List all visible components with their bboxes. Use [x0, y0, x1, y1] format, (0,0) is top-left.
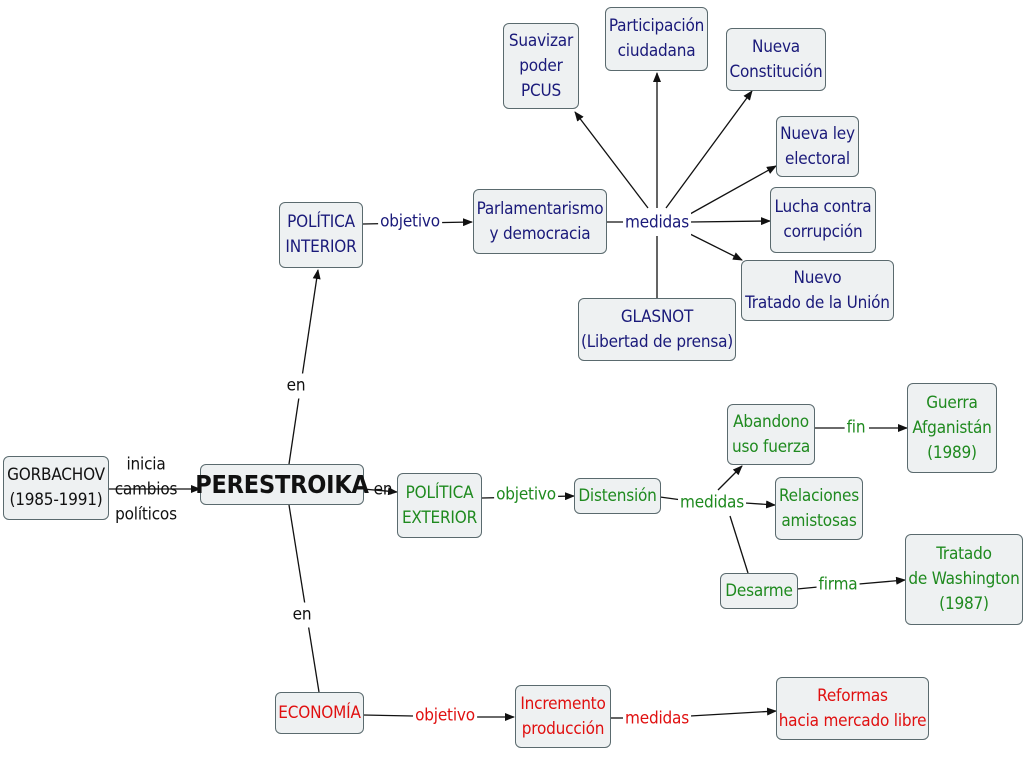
node-economia: ECONOMÍA	[275, 692, 364, 734]
node-guerra-afganistan: Guerra Afganistán (1989)	[907, 383, 997, 473]
link-label-objetivo-economia: objetivo	[413, 703, 477, 729]
link-label-en-economia: en	[290, 602, 314, 628]
node-participacion: Participación ciudadana	[605, 7, 708, 71]
node-nuevo-tratado: Nuevo Tratado de la Unión	[741, 260, 894, 321]
node-nueva-ley: Nueva ley electoral	[776, 116, 859, 177]
node-lucha-corrupcion: Lucha contra corrupción	[770, 187, 876, 253]
node-politica-interior: POLÍTICA INTERIOR	[279, 202, 363, 268]
node-reformas: Reformas hacia mercado libre	[776, 677, 929, 740]
link-label-fin: fin	[844, 415, 868, 441]
link-label-objetivo-interior: objetivo	[378, 209, 442, 235]
node-relaciones-amistosas: Relaciones amistosas	[775, 477, 863, 540]
node-glasnot: GLASNOT (Libertad de prensa)	[578, 298, 736, 361]
node-incremento-produccion: Incremento producción	[515, 685, 611, 748]
node-parlamentarismo: Parlamentarismo y democracia	[473, 189, 607, 254]
link-label-firma: firma	[816, 572, 860, 598]
node-tratado-washington: Tratado de Washington (1987)	[905, 534, 1023, 625]
node-nueva-constitucion: Nueva Constitución	[726, 28, 826, 91]
link-label-medidas-economia: medidas	[623, 706, 691, 732]
node-abandono-fuerza: Abandono uso fuerza	[727, 404, 815, 465]
link-label-en-interior: en	[284, 373, 308, 399]
node-desarme: Desarme	[720, 573, 798, 609]
link-label-medidas-exterior: medidas	[678, 490, 746, 516]
link-label-medidas-interior: medidas	[623, 210, 691, 236]
node-perestroika: PERESTROIKA	[195, 464, 369, 505]
link-label-inicia: inicia cambios políticos	[114, 454, 178, 525]
node-politica-exterior: POLÍTICA EXTERIOR	[397, 473, 482, 538]
link-label-en-exterior: en	[373, 479, 393, 500]
node-suavizar-poder: Suavizar poder PCUS	[503, 23, 579, 109]
node-distension: Distensión	[574, 478, 661, 514]
link-label-objetivo-exterior: objetivo	[494, 482, 558, 508]
node-gorbachov: GORBACHOV (1985-1991)	[3, 456, 109, 520]
